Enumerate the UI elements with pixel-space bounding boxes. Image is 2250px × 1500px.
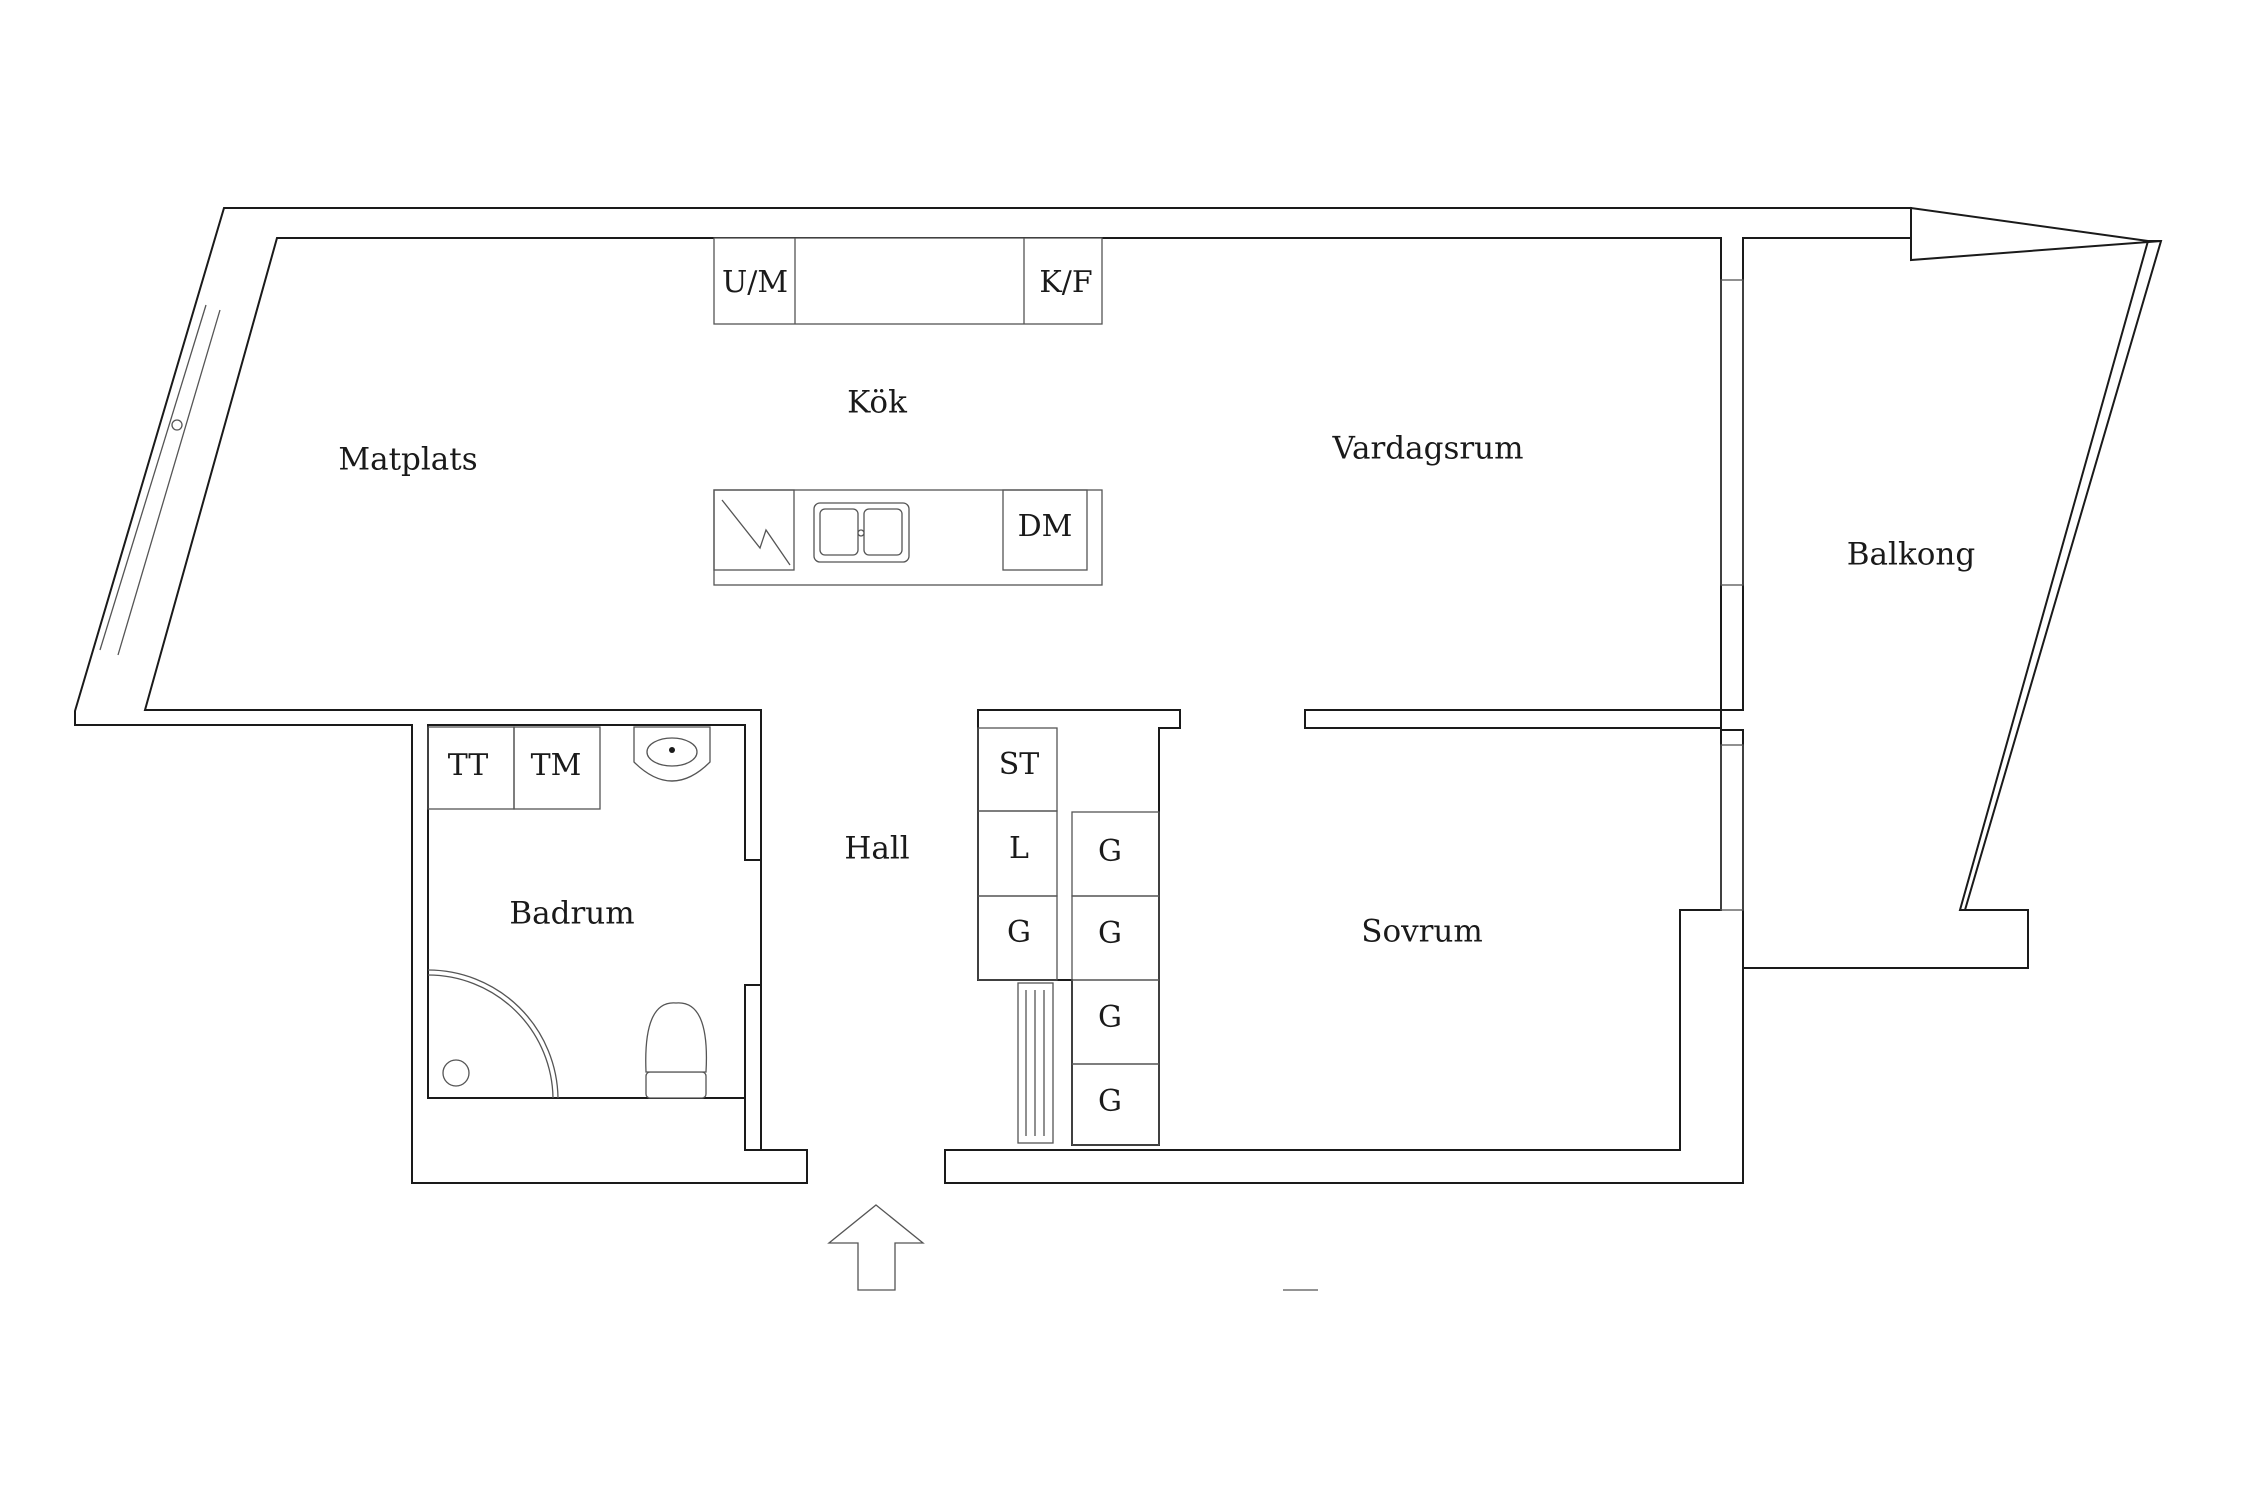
tt-label: TT — [448, 748, 489, 783]
toilet-icon — [645, 1002, 708, 1099]
room-label-hall: Hall — [844, 831, 909, 867]
outer-wall-main — [74, 207, 1912, 1184]
dishwasher — [1002, 489, 1088, 571]
stove-icon — [713, 489, 795, 571]
balcony-wall — [1910, 206, 2162, 262]
window-outer — [99, 304, 207, 651]
window-inner — [117, 309, 221, 656]
window-handle-icon — [171, 419, 183, 431]
st-label: ST — [999, 747, 1040, 782]
kitchen-island — [713, 489, 1103, 586]
balcony-door-lower — [1720, 744, 1744, 911]
wardrobe-3-label: G — [1098, 1000, 1122, 1035]
tm-cabinet — [513, 726, 601, 810]
room-label-vardagsrum: Vardagsrum — [1331, 431, 1523, 467]
g-hall-label: G — [1007, 915, 1031, 950]
balcony-door-upper — [1720, 279, 1744, 586]
wardrobe-4-label: G — [1098, 1084, 1122, 1119]
room-label-kok: Kök — [847, 385, 907, 421]
kitchen-counter-top — [713, 237, 1103, 325]
wardrobe-1-label: G — [1098, 834, 1122, 869]
living-bedroom-wall — [1304, 709, 1722, 729]
room-label-badrum: Badrum — [509, 896, 634, 932]
wardrobe-4 — [1071, 1063, 1160, 1146]
g-closet-hall — [977, 895, 1058, 981]
room-label-balkong: Balkong — [1847, 537, 1975, 573]
room-label-matplats: Matplats — [338, 442, 477, 478]
washbasin-icon — [633, 726, 711, 782]
double-sink-icon — [813, 502, 910, 563]
bathroom-fixtures — [427, 726, 711, 1099]
entrance-arrow-icon — [827, 1204, 925, 1291]
counter-top — [713, 237, 1103, 325]
um-label: U/M — [722, 265, 788, 300]
room-label-sovrum: Sovrum — [1361, 914, 1483, 950]
hall-closets — [977, 727, 1160, 1146]
wardrobe-2-label: G — [1098, 916, 1122, 951]
l-label: L — [1009, 831, 1029, 866]
dm-label: DM — [1018, 509, 1073, 544]
shower-icon — [427, 969, 559, 1099]
kf-label: K/F — [1039, 265, 1092, 300]
tm-label: TM — [531, 748, 582, 783]
radiator-icon — [1017, 982, 1054, 1144]
